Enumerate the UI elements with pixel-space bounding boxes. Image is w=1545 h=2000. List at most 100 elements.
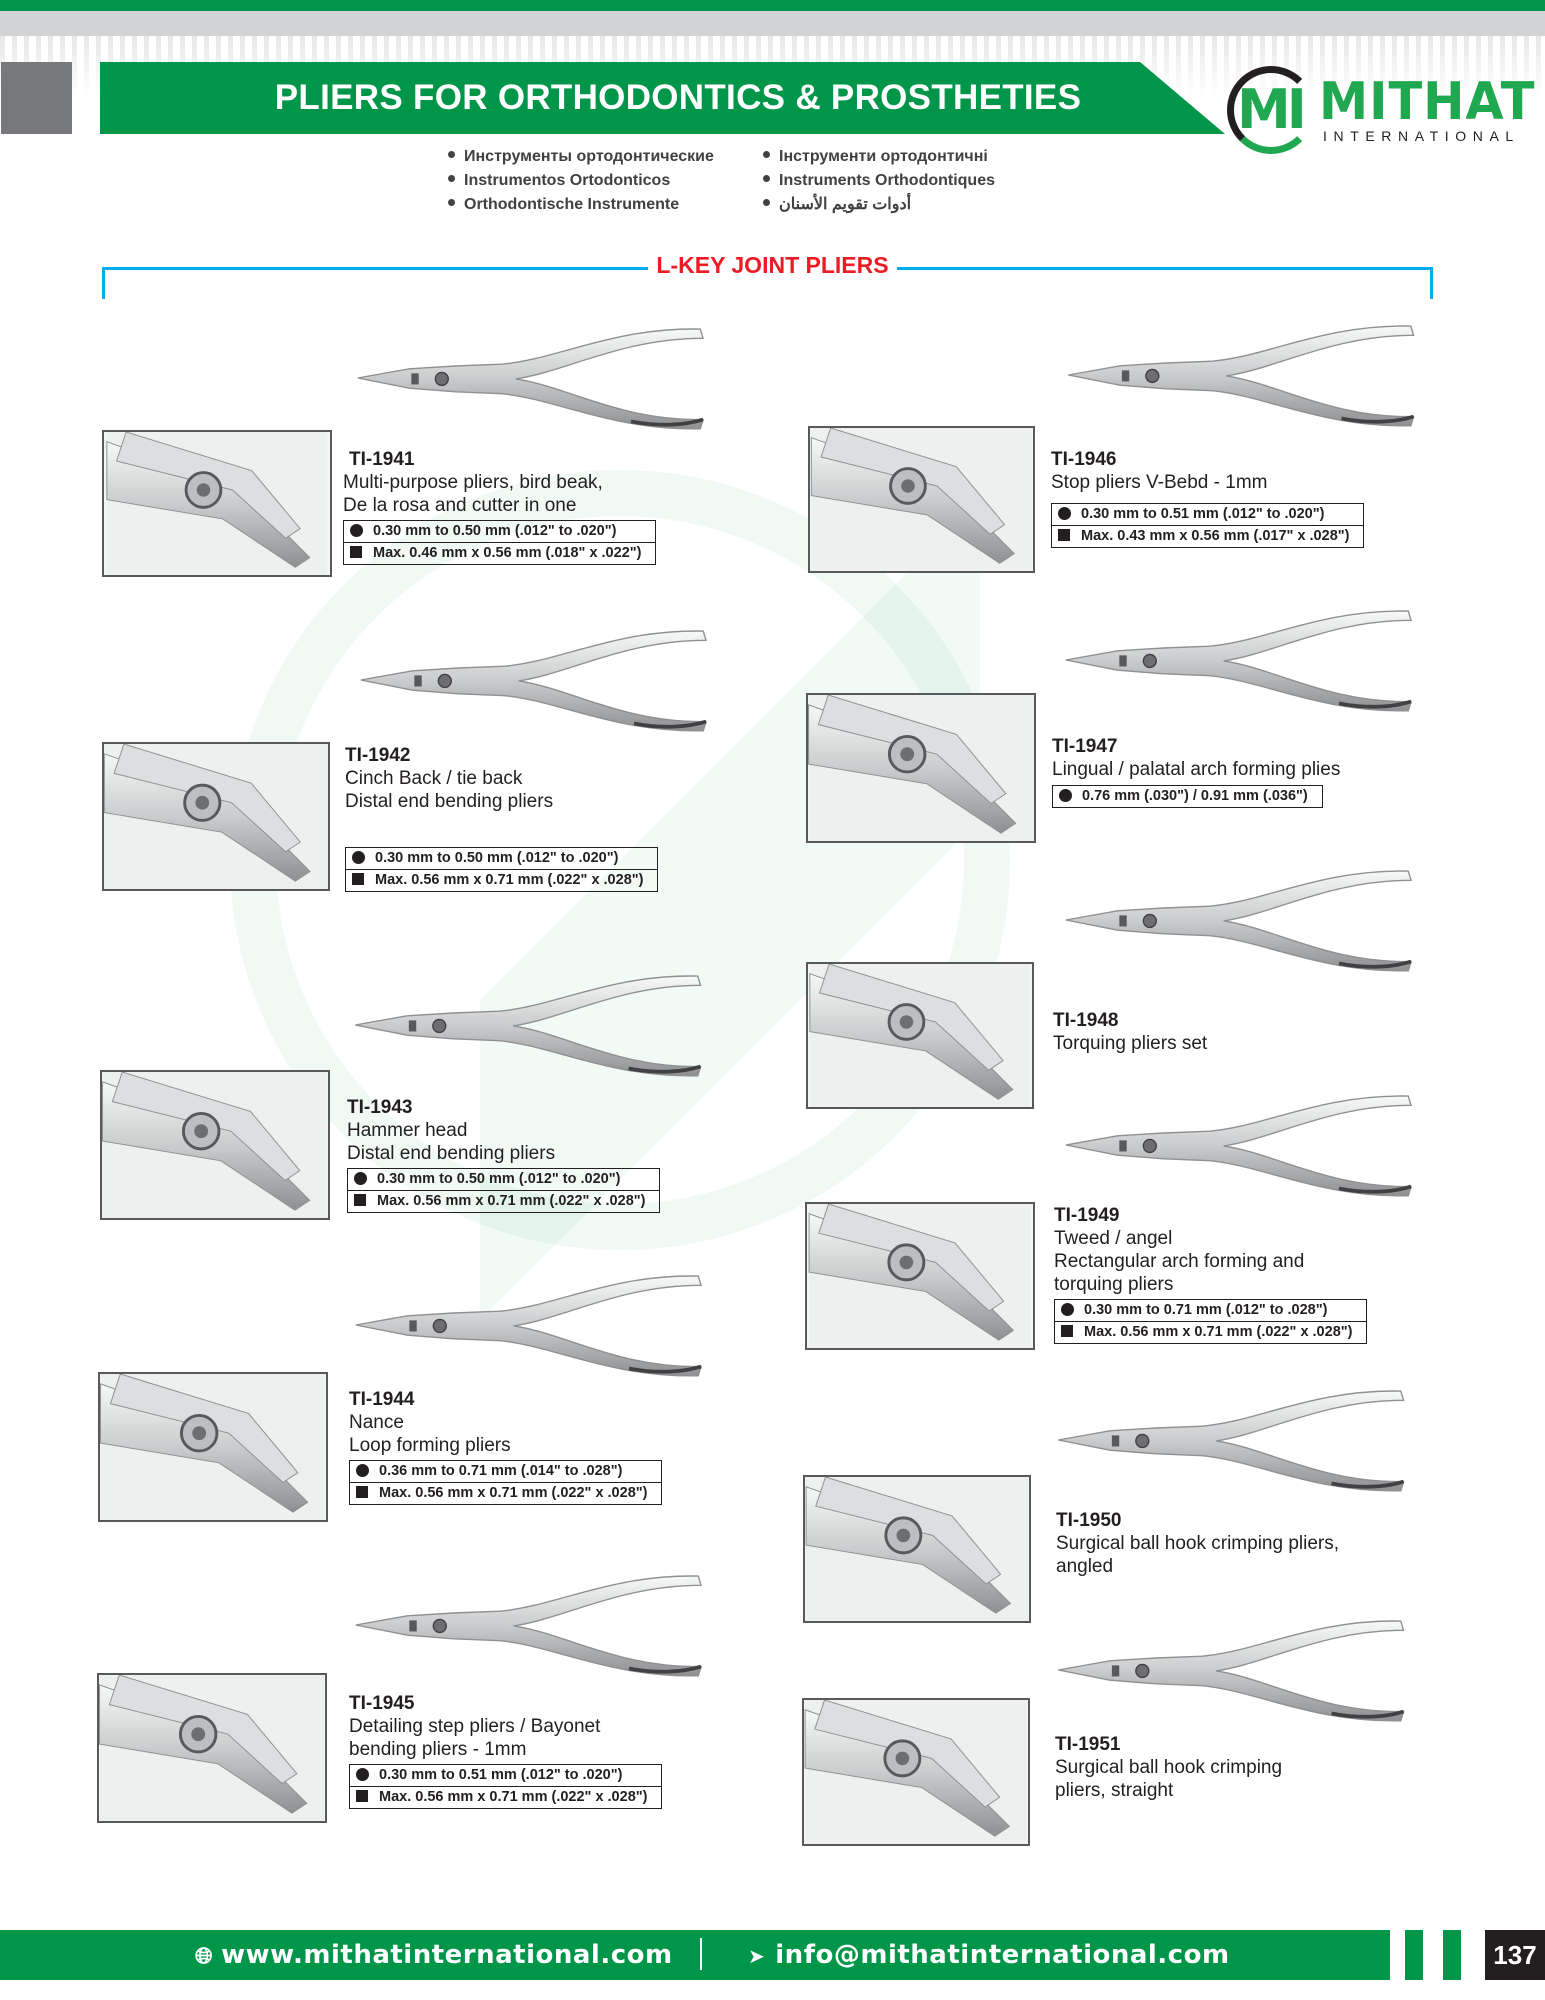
spec-row-rect: Max. 0.56 mm x 0.71 mm (.022" x .028"): [348, 1190, 660, 1212]
plier-detail-image: [100, 1070, 330, 1220]
spec-row-round: 0.30 mm to 0.51 mm (.012" to .020"): [1052, 504, 1363, 525]
rectangular-wire-icon: [352, 873, 364, 886]
spec-row-round: 0.76 mm (.030") / 0.91 mm (.036"): [1053, 786, 1322, 807]
spec-table: 0.30 mm to 0.51 mm (.012" to .020") Max.…: [349, 1764, 663, 1809]
website-link[interactable]: 🌐︎www.mithatinternational.com: [195, 1930, 673, 1980]
product-code: TI-1946: [1051, 449, 1117, 470]
spec-text: Max. 0.56 mm x 0.71 mm (.022" x .028"): [379, 1485, 648, 1501]
language-item: أدوات تقويم الأسنان: [763, 194, 1023, 216]
plier-detail-image: [98, 1372, 328, 1522]
rectangular-wire-icon: [1061, 1325, 1073, 1338]
spec-text: Max. 0.56 mm x 0.71 mm (.022" x .028"): [1084, 1324, 1353, 1340]
spec-table: 0.36 mm to 0.71 mm (.014" to .028") Max.…: [349, 1460, 663, 1505]
brand-logo: MI MITHAT INTERNATIONAL: [1225, 62, 1534, 162]
bullet-icon: [763, 175, 770, 183]
product-description: Rectangular arch forming and: [1054, 1251, 1305, 1272]
plier-image: [335, 1565, 720, 1685]
brand-subtitle: INTERNATIONAL: [1323, 128, 1520, 144]
spec-text: 0.30 mm to 0.50 mm (.012" to .020"): [375, 850, 619, 866]
spec-table: 0.30 mm to 0.50 mm (.012" to .020") Max.…: [347, 1168, 661, 1213]
footer-accent-bar: [1405, 1930, 1423, 1980]
plier-detail-image: [802, 1698, 1030, 1846]
spec-table: 0.30 mm to 0.50 mm (.012" to .020") Max.…: [345, 847, 659, 892]
spec-text: 0.30 mm to 0.71 mm (.012" to .028"): [1084, 1302, 1328, 1318]
product-description: De la rosa and cutter in one: [343, 495, 577, 516]
product-description: Torquing pliers set: [1053, 1033, 1208, 1054]
product-code: TI-1941: [349, 449, 415, 470]
bullet-icon: [448, 199, 455, 207]
section-heading: L-KEY JOINT PLIERS: [0, 252, 1545, 279]
product-description: Nance: [349, 1412, 404, 1433]
website-text: www.mithatinternational.com: [221, 1940, 673, 1970]
spec-row-round: 0.30 mm to 0.50 mm (.012" to .020"): [344, 521, 655, 542]
rectangular-wire-icon: [354, 1194, 366, 1207]
language-item: Инструменты ортодонтические: [448, 146, 763, 168]
round-wire-icon: [352, 850, 365, 864]
product-description: Tweed / angel: [1054, 1228, 1173, 1249]
spec-text: 0.30 mm to 0.51 mm (.012" to .020"): [379, 1767, 623, 1783]
spec-text: Max. 0.56 mm x 0.71 mm (.022" x .028"): [377, 1193, 646, 1209]
bullet-icon: [448, 151, 455, 159]
plier-image: [332, 965, 722, 1085]
spec-text: Max. 0.56 mm x 0.71 mm (.022" x .028"): [379, 1789, 648, 1805]
language-item: Instruments Orthodontiques: [763, 170, 1023, 192]
spec-table: 0.30 mm to 0.51 mm (.012" to .020") Max.…: [1051, 503, 1365, 548]
product-description: Multi-purpose pliers, bird beak,: [343, 472, 603, 493]
language-label: Instrumentos Ortodonticos: [464, 172, 671, 189]
product-ti-1944: TI-1944 Nance Loop forming pliers 0.36 m…: [349, 1389, 663, 1505]
email-link[interactable]: ➤info@mithatinternational.com: [748, 1930, 1230, 1980]
language-label: Инструменты ортодонтические: [464, 148, 714, 165]
plier-closeup-icon: [805, 1477, 1029, 1621]
product-description: Loop forming pliers: [349, 1435, 511, 1456]
product-description: bending pliers - 1mm: [349, 1739, 527, 1760]
spec-row-round: 0.30 mm to 0.71 mm (.012" to .028"): [1055, 1300, 1366, 1321]
footer-bar: [0, 1930, 1390, 1980]
spec-row-rect: Max. 0.56 mm x 0.71 mm (.022" x .028"): [346, 869, 658, 891]
round-wire-icon: [1059, 788, 1072, 802]
round-wire-icon: [356, 1767, 369, 1781]
spec-row-rect: Max. 0.56 mm x 0.71 mm (.022" x .028"): [350, 1482, 662, 1504]
product-code: TI-1947: [1052, 736, 1118, 757]
product-ti-1941: TI-1941 Multi-purpose pliers, bird beak,…: [343, 449, 657, 565]
plier-closeup-icon: [808, 964, 1032, 1107]
product-description: Surgical ball hook crimping: [1055, 1757, 1283, 1778]
language-label: Orthodontische Instrumente: [464, 196, 680, 213]
plier-illustration-icon: [345, 620, 720, 740]
spec-text: Max. 0.56 mm x 0.71 mm (.022" x .028"): [375, 872, 644, 888]
plier-image: [1040, 600, 1435, 720]
product-description: Surgical ball hook crimping pliers,: [1056, 1533, 1340, 1554]
rectangular-wire-icon: [356, 1790, 368, 1803]
plier-closeup-icon: [100, 1374, 326, 1520]
product-code: TI-1950: [1056, 1510, 1122, 1531]
plier-illustration-icon: [1040, 1085, 1435, 1205]
spec-text: 0.30 mm to 0.50 mm (.012" to .020"): [377, 1171, 621, 1187]
language-item: Інструменти ортодонтичні: [763, 146, 1023, 168]
plier-detail-image: [805, 1202, 1035, 1350]
language-label: أدوات تقويم الأسنان: [779, 196, 912, 213]
language-label: Інструменти ортодонтичні: [779, 148, 988, 165]
spec-text: 0.76 mm (.030") / 0.91 mm (.036"): [1082, 788, 1308, 804]
spec-text: Max. 0.43 mm x 0.56 mm (.017" x .028"): [1081, 528, 1350, 544]
plier-detail-image: [102, 430, 332, 577]
product-description: pliers, straight: [1055, 1780, 1174, 1801]
top-green-band: [0, 0, 1545, 11]
rectangular-wire-icon: [356, 1486, 368, 1499]
plier-closeup-icon: [804, 1700, 1028, 1844]
logo-ring-icon: [1227, 66, 1315, 154]
bullet-icon: [763, 151, 770, 159]
plier-illustration-icon: [1040, 860, 1435, 980]
plier-illustration-icon: [1040, 600, 1435, 720]
plier-closeup-icon: [102, 1072, 328, 1218]
plier-image: [1040, 1610, 1420, 1730]
spec-table: 0.30 mm to 0.71 mm (.012" to .028") Max.…: [1054, 1299, 1368, 1344]
plier-detail-image: [806, 962, 1034, 1109]
spec-row-round: 0.30 mm to 0.51 mm (.012" to .020"): [350, 1765, 661, 1786]
spec-row-round: 0.36 mm to 0.71 mm (.014" to .028"): [350, 1461, 661, 1482]
section-title: L-KEY JOINT PLIERS: [648, 252, 897, 278]
product-description: Cinch Back / tie back: [345, 768, 523, 789]
spec-row-rect: Max. 0.46 mm x 0.56 mm (.018" x .022"): [344, 542, 656, 564]
product-description: Stop pliers V-Bebd - 1mm: [1051, 472, 1268, 493]
language-item: Orthodontische Instrumente: [448, 194, 763, 216]
product-description: Hammer head: [347, 1120, 468, 1141]
product-code: TI-1948: [1053, 1010, 1119, 1031]
